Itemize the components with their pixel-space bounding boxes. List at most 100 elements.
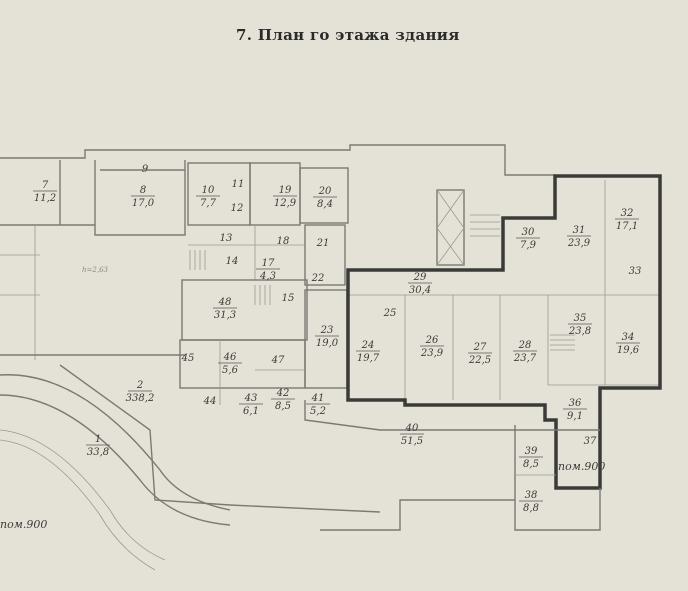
room-number: 31 (573, 225, 586, 236)
room-label: 436,1 (239, 393, 263, 417)
room-label: 9 (142, 164, 149, 175)
room-area: 31,3 (214, 310, 236, 321)
room-area: 9,1 (567, 411, 583, 422)
room-number: 8 (140, 185, 146, 196)
pom-900-label-left: пом.900 (0, 518, 47, 531)
room-number: 22 (311, 273, 325, 284)
room-area: 12,9 (274, 198, 297, 209)
room-area: 8,4 (317, 199, 333, 210)
room-area: 338,2 (126, 393, 155, 404)
room-area: 51,5 (401, 436, 423, 447)
room-label: 465,6 (218, 352, 242, 376)
room-label: 817,0 (131, 185, 155, 209)
room-area: 17,1 (616, 221, 638, 232)
room-label: 11 (232, 179, 245, 190)
room-area: 7,9 (520, 240, 537, 251)
room-number: 1 (95, 434, 101, 445)
room-number: 27 (473, 342, 487, 353)
room-label: 33 (629, 266, 642, 277)
room-area: 8,5 (275, 401, 291, 412)
room-label: 26 23,9 (420, 335, 444, 359)
room-label: 415,2 (306, 393, 330, 417)
room-label: 29 30,4 (408, 272, 432, 296)
room-number: 37 (584, 436, 597, 447)
room-number: 36 (569, 398, 582, 409)
room-area: 23,8 (568, 326, 591, 337)
ceiling-height-label: h=2,63 (82, 266, 109, 274)
room-area: 8,8 (523, 503, 539, 514)
room-label: 47 (271, 355, 285, 366)
room-number: 46 (223, 352, 237, 363)
room-number: 20 (318, 186, 332, 197)
room-area: 19,0 (316, 338, 339, 349)
room-number: 19 (279, 185, 292, 196)
room-label: 208,4 (313, 186, 337, 210)
room-number: 24 (361, 340, 375, 351)
walls (0, 144, 662, 571)
room-number: 13 (220, 233, 233, 244)
room-number: 30 (522, 227, 535, 238)
room-number: 26 (425, 335, 439, 346)
room-label: 25 (383, 308, 397, 319)
room-label: 32 17,1 (615, 208, 639, 232)
room-number: 15 (282, 293, 295, 304)
room-label: 369,1 (563, 398, 587, 422)
room-label: 44 (203, 396, 217, 407)
room-area: 17,0 (132, 198, 155, 209)
room-number: 43 (244, 393, 258, 404)
room-label: 133,8 (86, 434, 110, 458)
room-number: 11 (232, 179, 245, 190)
room-label: 28 23,7 (513, 340, 537, 364)
room-number: 45 (181, 353, 195, 364)
room-number: 44 (203, 396, 217, 407)
room-area: 11,2 (34, 193, 56, 204)
room-label: 107,7 (196, 185, 220, 209)
room-label: 388,8 (519, 490, 543, 514)
room-number: 39 (525, 446, 538, 457)
room-number: 18 (277, 236, 290, 247)
room-label: 13 (220, 233, 233, 244)
room-area: 22,5 (468, 355, 491, 366)
plan-title: 7. План го этажа здания (236, 26, 460, 44)
room-number: 40 (405, 423, 419, 434)
room-label: 428,5 (271, 388, 295, 412)
room-label: 27 22,5 (468, 342, 492, 366)
pom-900-label-right: пом.900 (558, 460, 605, 473)
room-area: 8,5 (523, 459, 539, 470)
room-label: 711,2 (33, 180, 57, 204)
room-area: 7,7 (200, 198, 217, 209)
room-number: 7 (42, 180, 49, 191)
room-number: 12 (231, 203, 244, 214)
room-label: 398,5 (519, 446, 543, 470)
room-number: 32 (621, 208, 634, 219)
room-number: 28 (518, 340, 532, 351)
room-number: 35 (574, 313, 587, 324)
room-label: 45 (181, 353, 195, 364)
room-area: 4,3 (259, 271, 276, 282)
room-label: 40 51,5 (400, 423, 424, 447)
room-area: 5,6 (222, 365, 239, 376)
room-area: 30,4 (409, 285, 431, 296)
room-label: 12 (231, 203, 244, 214)
room-area: 23,7 (513, 353, 537, 364)
room-number: 21 (316, 238, 330, 249)
room-number: 47 (271, 355, 285, 366)
room-number: 10 (202, 185, 215, 196)
room-number: 41 (311, 393, 325, 404)
room-number: 25 (383, 308, 397, 319)
room-number: 34 (622, 332, 635, 343)
room-label: 35 23,8 (568, 313, 592, 337)
room-number: 2 (136, 380, 143, 391)
room-number: 9 (142, 164, 149, 175)
room-number: 29 (413, 272, 427, 283)
room-number: 42 (276, 388, 290, 399)
room-area: 23,9 (567, 238, 591, 249)
room-number: 23 (320, 325, 334, 336)
room-label: 15 (282, 293, 295, 304)
room-label: 174,3 (256, 258, 280, 282)
room-area: 19,7 (357, 353, 380, 364)
room-area: 23,9 (420, 348, 444, 359)
